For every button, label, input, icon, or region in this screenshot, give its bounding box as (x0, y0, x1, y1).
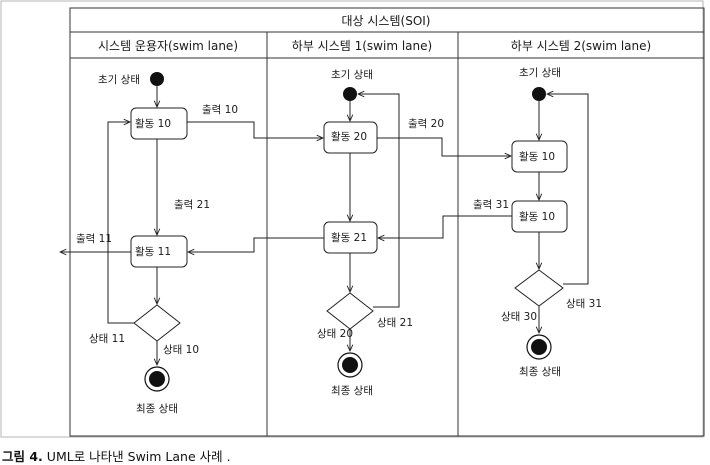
decision-node-subsystem-2 (514, 269, 564, 307)
caption-label: 그림 4. (2, 449, 43, 464)
lane-header-subsystem-2: 하부 시스템 2(swim lane) (511, 39, 651, 53)
final-label-subsystem-2: 최종 상태 (519, 366, 561, 378)
initial-node-operator (150, 72, 164, 86)
activity-box-10 (130, 107, 188, 140)
swim-lane-diagram: 대상 시스템(SOI) 시스템 운용자(swim lane) 하부 시스템 1(… (0, 0, 705, 438)
guard-label-10: 상태 10 (163, 344, 199, 356)
decision-node-operator (133, 304, 181, 342)
initial-node-subsystem-2 (532, 87, 546, 101)
activity-label-10-subsystem-2-lower: 활동 10 (519, 210, 555, 223)
system-title: 대상 시스템(SOI) (342, 14, 431, 28)
initial-label-subsystem-2: 초기 상태 (519, 67, 561, 79)
guard-label-20: 상태 20 (317, 328, 353, 340)
lane-header-subsystem-1: 하부 시스템 1(swim lane) (292, 39, 432, 53)
activity-label-11: 활동 11 (135, 245, 171, 258)
initial-node-subsystem-1 (343, 87, 357, 101)
decision-node-subsystem-1 (326, 292, 374, 330)
output-label-20: 출력 20 (408, 118, 444, 130)
output-label-11: 출력 11 (76, 233, 112, 245)
guard-label-30: 상태 30 (501, 311, 537, 323)
final-label-subsystem-1: 최종 상태 (331, 385, 373, 397)
final-label-operator: 최종 상태 (136, 403, 178, 415)
activity-label-10-subsystem-2-upper: 활동 10 (519, 150, 555, 163)
initial-label-subsystem-1: 초기 상태 (331, 69, 373, 81)
output-label-10: 출력 10 (202, 104, 238, 116)
figure-caption: 그림 4. UML로 나타낸 Swim Lane 사례 . (2, 446, 231, 465)
activity-label-21: 활동 21 (331, 231, 367, 244)
figure-border (0, 0, 704, 438)
output-label-21: 출력 21 (174, 199, 210, 211)
initial-label-operator: 초기 상태 (98, 74, 140, 86)
guard-label-31: 상태 31 (566, 298, 602, 310)
activity-label-10: 활동 10 (135, 117, 171, 130)
activity-label-20: 활동 20 (331, 130, 367, 143)
lane-header-operator: 시스템 운용자(swim lane) (98, 39, 238, 53)
system-boundary (69, 7, 705, 437)
caption-text: UML로 나타낸 Swim Lane 사례 . (46, 449, 231, 464)
guard-label-11: 상태 11 (89, 333, 125, 345)
guard-label-21: 상태 21 (377, 317, 413, 329)
output-label-31: 출력 31 (473, 199, 509, 211)
